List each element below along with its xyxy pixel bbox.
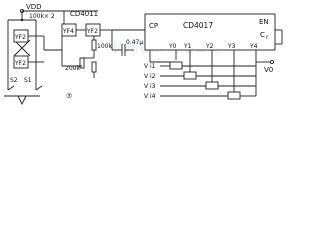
cd4011-section: CD4011 YF4 YF2: [61, 10, 113, 66]
cp-label: CP: [149, 22, 158, 30]
output-lines: [175, 50, 257, 94]
gate-yf2-right-label: YF2: [86, 28, 98, 35]
cr-label: C: [260, 31, 265, 39]
circuit-diagram: 杭州睿… 有限公司 VDD 100k× 2 YF2 YF2 S2: [0, 0, 288, 110]
input-vi3-label: V i3: [144, 83, 156, 90]
vdd-rail: VDD: [7, 3, 98, 82]
output-y1-label: Y1: [183, 43, 192, 50]
output-y0-label: Y0: [168, 43, 177, 50]
latch-gates: YF2 YF2: [13, 29, 62, 69]
figure-marker: ⑦: [66, 92, 72, 100]
resistor-lower: [91, 61, 97, 73]
resistor-100k: [91, 39, 97, 51]
cd4011-label: CD4011: [70, 10, 98, 18]
gate-yf4-label: YF4: [62, 28, 74, 35]
output-y4-label: Y4: [249, 43, 258, 50]
gate-yf2-bottom-label: YF2: [14, 60, 26, 67]
en-label: EN: [259, 18, 269, 26]
input-vi4-label: V i4: [144, 93, 156, 100]
output-y3-label: Y3: [227, 43, 236, 50]
input-channels: V i1 V i2 V i3 V i4: [144, 61, 257, 100]
gate-yf2-top-label: YF2: [14, 34, 26, 41]
switch-block-3: [205, 81, 219, 90]
switch-s2-label: S2: [10, 77, 18, 84]
switches: S2 S1: [4, 77, 43, 106]
switch-block-2: [183, 71, 197, 80]
resistor-100k-label: 100k: [97, 43, 112, 50]
switch-block-4: [227, 91, 241, 100]
cd4017-chip: CP CD4017 EN C r Y0 Y1 Y2 Y3 Y4: [144, 13, 283, 51]
schematic-canvas: 杭州睿… 有限公司 VDD 100k× 2 YF2 YF2 S2: [4, 3, 283, 106]
vdd-label: VDD: [26, 3, 42, 11]
resistor-200k: [79, 57, 85, 69]
input-vi1-label: V i1: [144, 63, 156, 70]
cd4017-label: CD4017: [183, 21, 213, 30]
input-vi2-label: V i2: [144, 73, 156, 80]
v0-label: V0: [264, 66, 273, 74]
output-y2-label: Y2: [205, 43, 214, 50]
resistor-200k-label: 200k: [65, 65, 80, 72]
rc-network: 100k 200k 0.47μ ⑦: [62, 36, 143, 100]
switch-block-1: [169, 61, 183, 70]
resistor-pair-label: 100k× 2: [29, 13, 55, 20]
cr-subscript: r: [266, 34, 269, 41]
capacitor-label: 0.47μ: [126, 39, 143, 46]
cd4017-body: [144, 13, 276, 51]
switch-s1-label: S1: [24, 77, 32, 84]
